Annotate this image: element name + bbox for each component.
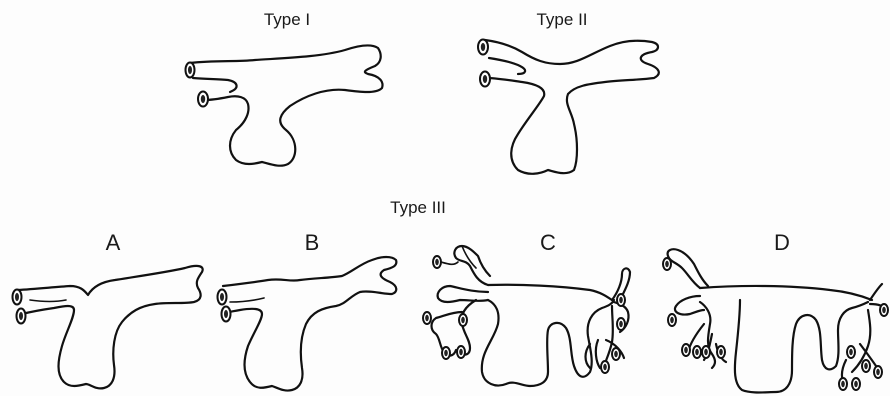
- variant-a-drawing: [13, 266, 203, 388]
- variant-b-drawing: [218, 257, 397, 391]
- type-ii-drawing: [478, 40, 659, 174]
- type-i-drawing: [186, 46, 383, 166]
- variant-c-drawing: [423, 246, 630, 386]
- variant-d-drawing: [663, 249, 888, 392]
